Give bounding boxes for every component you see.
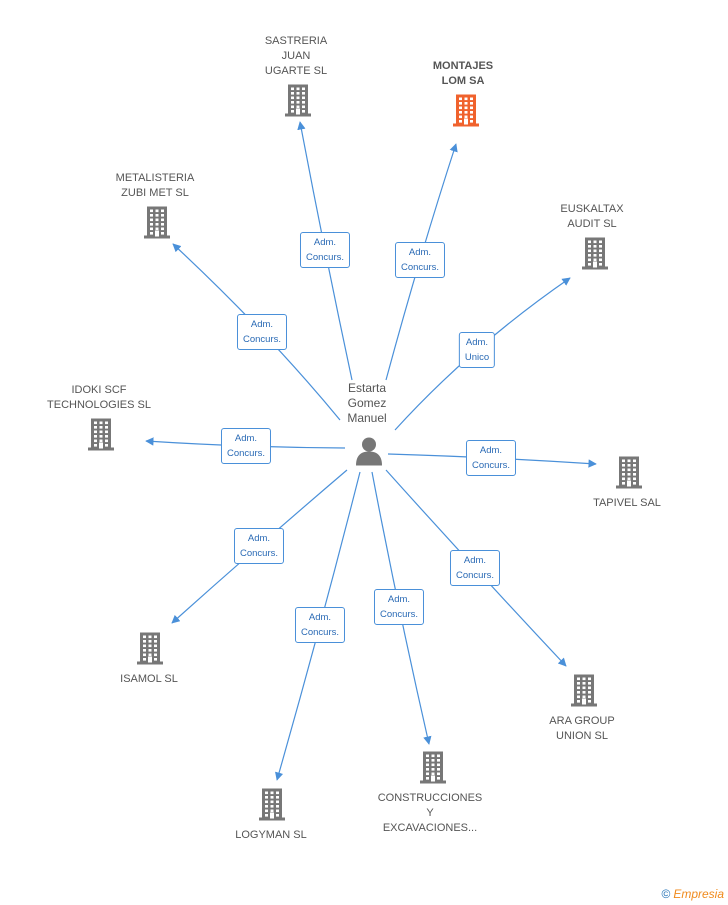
company-node-sastreria[interactable] [282,83,314,122]
company-name-sastreria[interactable]: SASTRERIA JUAN UGARTE SL [264,35,328,77]
company-node-metalisteria[interactable] [141,205,173,244]
company-node-logyman[interactable] [256,787,288,826]
relation-label-idoki[interactable]: Adm. Concurs. [220,428,272,464]
footer-brand[interactable]: ©Empresia [661,887,724,901]
brand-logo: Empresia [673,887,724,901]
company-name-idoki[interactable]: IDOKI SCF TECHNOLOGIES SL [47,384,151,411]
building-icon [453,94,479,127]
relation-label-isamol[interactable]: Adm. Concurs. [233,528,285,564]
company-name-tapivel[interactable]: TAPIVEL SAL [593,497,661,509]
company-name-logyman[interactable]: LOGYMAN SL [235,829,307,841]
relation-label-sastreria[interactable]: Adm. Concurs. [299,232,351,268]
building-icon [582,237,608,270]
building-icon [88,418,114,451]
relation-label-montajes[interactable]: Adm. Concurs. [394,242,446,278]
company-name-euskaltax[interactable]: EUSKALTAX AUDIT SL [560,203,624,230]
relation-label-aragroup[interactable]: Adm. Concurs. [449,550,501,586]
building-icon [571,674,597,707]
company-name-montajes[interactable]: MONTAJES LOM SA [432,60,494,87]
company-name-isamol[interactable]: ISAMOL SL [120,673,178,685]
relation-label-metalisteria[interactable]: Adm. Concurs. [236,314,288,350]
relation-label-tapivel[interactable]: Adm. Concurs. [465,440,517,476]
building-icon [420,751,446,784]
person-node[interactable] [354,436,384,471]
company-node-idoki[interactable] [85,417,117,456]
company-name-aragroup[interactable]: ARA GROUP UNION SL [549,715,615,742]
building-icon [259,788,285,821]
company-name-metalisteria[interactable]: METALISTERIA ZUBI MET SL [115,172,195,199]
person-name[interactable]: Estarta Gomez Manuel [347,381,387,425]
relation-label-logyman[interactable]: Adm. Concurs. [294,607,346,643]
relation-label-construcciones[interactable]: Adm. Concurs. [373,589,425,625]
company-node-montajes[interactable] [450,93,482,132]
company-node-tapivel[interactable] [613,455,645,494]
company-node-construcciones[interactable] [417,750,449,789]
company-node-isamol[interactable] [134,631,166,670]
building-icon [285,84,311,117]
building-icon [616,456,642,489]
building-icon [137,632,163,665]
person-icon [356,437,382,466]
company-name-construcciones[interactable]: CONSTRUCCIONES Y EXCAVACIONES... [377,792,483,834]
company-node-aragroup[interactable] [568,673,600,712]
company-node-euskaltax[interactable] [579,236,611,275]
copyright-symbol: © [661,887,671,901]
relation-label-euskaltax[interactable]: Adm. Unico [458,332,496,368]
building-icon [144,206,170,239]
